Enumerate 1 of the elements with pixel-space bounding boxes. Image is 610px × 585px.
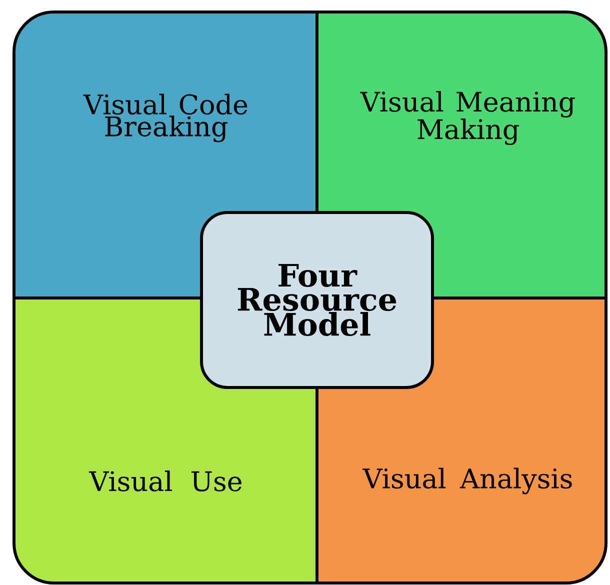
center-box: Four Resource Model	[200, 211, 434, 389]
